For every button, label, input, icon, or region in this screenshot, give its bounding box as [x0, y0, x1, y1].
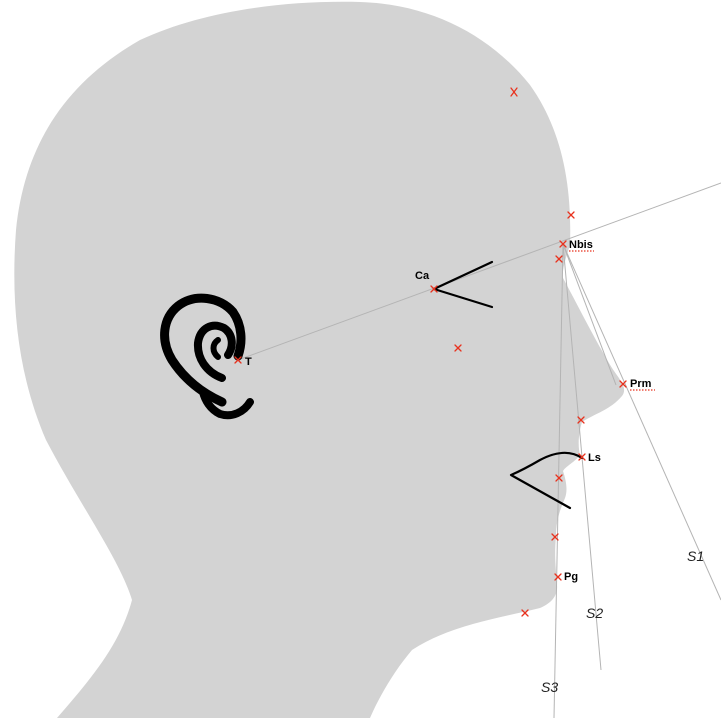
label-pg: Pg	[564, 571, 578, 583]
head-silhouette	[14, 1, 625, 718]
label-s3: S3	[541, 679, 558, 695]
x-mark	[430, 285, 438, 293]
label-t: T	[245, 356, 252, 368]
ear-icon	[160, 293, 254, 420]
lip-outline	[509, 451, 584, 510]
x-mark	[619, 380, 627, 388]
x-mark	[577, 416, 585, 424]
x-mark	[454, 344, 462, 352]
label-prm: Prm	[630, 378, 652, 390]
x-mark	[551, 533, 559, 541]
x-mark	[559, 240, 567, 248]
ca-angle-marker	[432, 260, 494, 309]
x-mark	[578, 453, 586, 461]
label-ca: Ca	[415, 270, 430, 282]
x-mark	[555, 255, 563, 263]
label-ls: Ls	[588, 452, 601, 464]
label-s1: S1	[687, 548, 704, 564]
reference-line-t-nbis	[237, 182, 721, 361]
reference-line-s3	[553, 243, 564, 718]
x-mark	[510, 87, 518, 97]
x-mark	[234, 356, 242, 364]
x-mark	[521, 609, 529, 617]
landmark-markers	[234, 87, 627, 617]
reference-line-s1	[562, 243, 721, 601]
x-mark	[555, 474, 563, 482]
reference-line-upper	[562, 243, 617, 386]
x-mark	[554, 573, 562, 581]
label-s2: S2	[586, 605, 603, 621]
x-mark	[567, 211, 575, 219]
label-nbis: Nbis	[569, 239, 593, 251]
